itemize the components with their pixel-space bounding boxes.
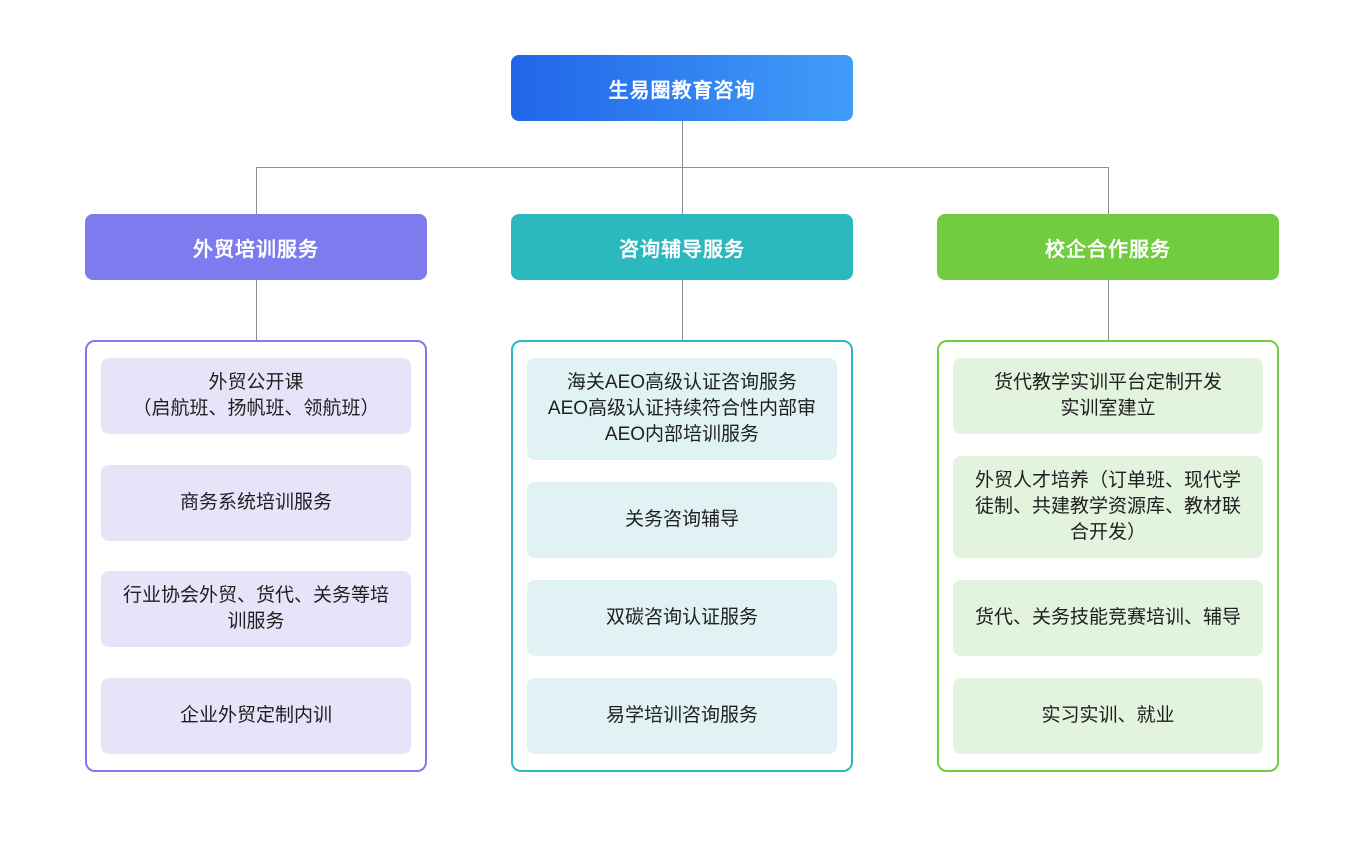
- tree-item: 实习实训、就业: [953, 678, 1263, 754]
- tree-item: 企业外贸定制内训: [101, 677, 411, 754]
- connector-branch2-container-line: [682, 280, 683, 340]
- tree-item: 外贸人才培养（订单班、现代学徒制、共建教学资源库、教材联合开发）: [953, 456, 1263, 558]
- branch-header-label: 校企合作服务: [1045, 238, 1171, 261]
- root-node-label: 生易圈教育咨询: [608, 79, 756, 102]
- connector-branch3-container-line: [1108, 280, 1109, 340]
- branch-group-foreign-trade-training: 外贸公开课 （启航班、扬帆班、领航班） 商务系统培训服务 行业协会外贸、货代、关…: [85, 340, 427, 772]
- branch-header-consulting-coaching: 咨询辅导服务: [511, 214, 853, 280]
- branch-header-label: 咨询辅导服务: [619, 238, 745, 261]
- tree-item: 行业协会外贸、货代、关务等培训服务: [101, 571, 411, 648]
- branch-header-foreign-trade-training: 外贸培训服务: [85, 214, 427, 280]
- tree-item: 易学培训咨询服务: [527, 678, 837, 754]
- connector-branch1-container-line: [256, 280, 257, 340]
- tree-item: 外贸公开课 （启航班、扬帆班、领航班）: [101, 358, 411, 434]
- tree-item: 货代、关务技能竞赛培训、辅导: [953, 580, 1263, 656]
- connector-branch1-drop-line: [256, 167, 257, 215]
- tree-item: 关务咨询辅导: [527, 482, 837, 558]
- tree-item: 双碳咨询认证服务: [527, 580, 837, 656]
- branch-header-label: 外贸培训服务: [193, 238, 319, 261]
- connector-root-drop-line: [682, 121, 683, 167]
- branch-group-school-enterprise-cooperation: 货代教学实训平台定制开发 实训室建立 外贸人才培养（订单班、现代学徒制、共建教学…: [937, 340, 1279, 772]
- connector-branch2-drop-line: [682, 167, 683, 215]
- branch-header-school-enterprise-cooperation: 校企合作服务: [937, 214, 1279, 280]
- tree-item: 海关AEO高级认证咨询服务 AEO高级认证持续符合性内部审 AEO内部培训服务: [527, 358, 837, 460]
- tree-item: 货代教学实训平台定制开发 实训室建立: [953, 358, 1263, 434]
- branch-group-consulting-coaching: 海关AEO高级认证咨询服务 AEO高级认证持续符合性内部审 AEO内部培训服务 …: [511, 340, 853, 772]
- connector-branch3-drop-line: [1108, 167, 1109, 215]
- root-node: 生易圈教育咨询: [511, 55, 853, 121]
- tree-item: 商务系统培训服务: [101, 464, 411, 541]
